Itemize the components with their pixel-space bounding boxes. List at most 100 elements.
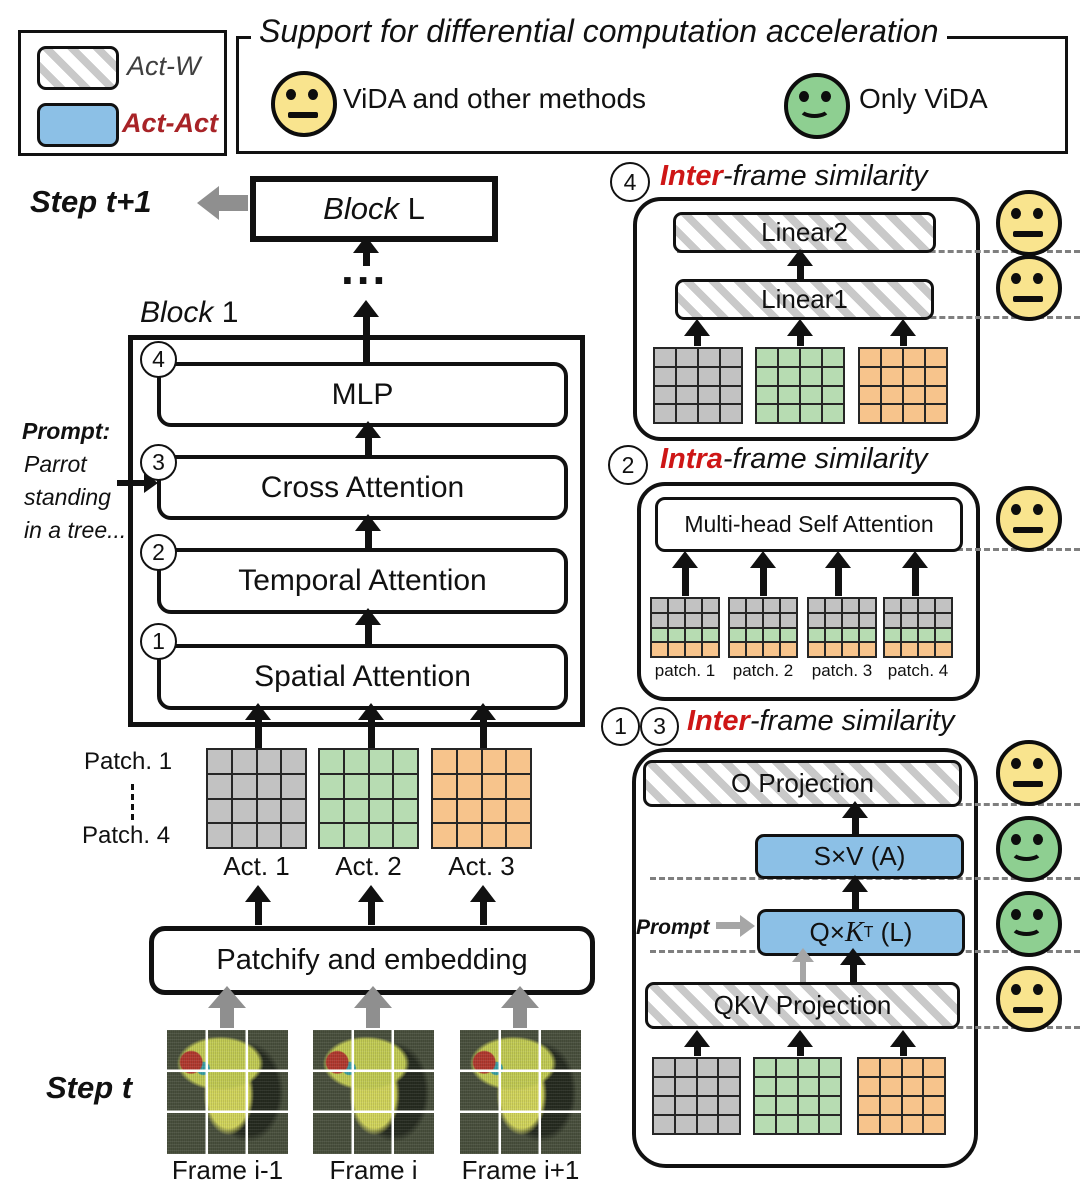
panel4-circled-number: 4 (610, 162, 650, 202)
face-neutral-yellow-icon (996, 255, 1062, 321)
grid-cell (457, 824, 481, 847)
grid-cell (882, 405, 902, 422)
grid-cell (755, 1059, 775, 1076)
grid-cell (902, 613, 917, 627)
grid-cell (885, 628, 900, 642)
layer-cross-attention: Cross Attention (157, 455, 568, 520)
grid-cell (801, 349, 821, 366)
panel2-patch-label: patch. 4 (887, 661, 949, 680)
grid-cell (730, 643, 745, 656)
grid-cell (719, 1097, 739, 1114)
grid-cell (882, 367, 902, 385)
up-arrow (355, 608, 381, 644)
grid-cell (675, 1059, 696, 1076)
panel4-grid-gray (653, 347, 743, 424)
step-label: Step t (46, 1070, 133, 1105)
noisy-frame-1 (167, 1030, 288, 1154)
linear2-box: Linear2 (673, 212, 936, 253)
grid-cell (859, 1097, 879, 1114)
grid-cell (457, 799, 481, 823)
grid-cell (860, 405, 880, 422)
gray-up-arrow (354, 986, 392, 1028)
grid-cell (820, 1097, 840, 1114)
grid-cell (860, 386, 880, 404)
sv-box: S×V (A) (755, 834, 964, 879)
grid-cell (282, 774, 305, 798)
prompt-line: in a tree... (24, 517, 127, 543)
grid-cell (843, 628, 858, 642)
grid-cell (801, 405, 821, 422)
face-neutral-yellow-icon (271, 71, 337, 137)
grid-cell (776, 1097, 797, 1114)
grid-cell (730, 628, 745, 642)
layer-mlp: MLP (157, 362, 568, 427)
panel13-grid-gray (652, 1057, 741, 1135)
grid-cell (936, 628, 951, 642)
grid-cell (826, 613, 841, 627)
grid-cell (433, 750, 456, 773)
grid-cell (507, 799, 530, 823)
grid-cell (257, 774, 281, 798)
grid-cell (904, 405, 924, 422)
grid-cell (257, 824, 281, 847)
patch-last-label: Patch. 4 (82, 822, 171, 849)
grid-cell (208, 750, 231, 773)
up-arrow (245, 703, 271, 749)
msa-box: Multi-head Self Attention (655, 497, 963, 552)
grid-cell (433, 774, 456, 798)
grid-cell (369, 774, 393, 798)
grid-cell (394, 750, 417, 773)
circled-number-4: 4 (140, 341, 177, 378)
grid-cell (902, 628, 917, 642)
grid-cell (882, 386, 902, 404)
grid-cell (686, 628, 701, 642)
grid-cell (820, 1059, 840, 1076)
panel2-title: Intra-frame similarity (660, 443, 928, 475)
face-smile-green-icon (996, 816, 1062, 882)
grid-cell (902, 599, 917, 612)
block-l-suffix: L (407, 191, 425, 226)
grid-cell (457, 774, 481, 798)
grid-cell (902, 1059, 923, 1076)
up-arrow (353, 300, 379, 362)
grid-cell (703, 628, 718, 642)
grid-cell (885, 613, 900, 627)
grid-cell (208, 774, 231, 798)
grid-cell (860, 643, 875, 656)
panel13-prompt-label: Prompt (636, 916, 710, 939)
grid-cell (747, 643, 762, 656)
grid-cell (652, 613, 667, 627)
grid-cell (686, 599, 701, 612)
grid-cell (823, 367, 843, 385)
block-l-word: Block (323, 191, 399, 226)
grid-cell (719, 1078, 739, 1095)
panel2-patch-grid-2 (728, 597, 798, 658)
face-mouth (798, 98, 831, 118)
grid-cell (675, 1116, 696, 1133)
grid-cell (697, 1097, 718, 1114)
grid-cell (232, 750, 256, 773)
grid-cell (369, 824, 393, 847)
face-eye (821, 91, 831, 102)
grid-cell (776, 1059, 797, 1076)
grid-cell (697, 1116, 718, 1133)
act-label-1: Act. 1 (223, 851, 290, 881)
grid-cell (757, 349, 777, 366)
grid-cell (208, 824, 231, 847)
grid-cell (924, 1097, 944, 1114)
up-arrow (840, 948, 866, 982)
grid-cell (936, 613, 951, 627)
frame-label-2: Frame i (329, 1155, 418, 1183)
grid-cell (776, 1078, 797, 1095)
grid-cell (655, 367, 675, 385)
small-gray-up-arrow (792, 948, 814, 982)
grid-cell (843, 599, 858, 612)
step-next-label: Step t+1 (30, 184, 152, 219)
panel2-patch-label: patch. 3 (811, 661, 873, 680)
grid-cell (677, 367, 697, 385)
grid-cell (823, 349, 843, 366)
face-eye (799, 91, 809, 102)
grid-cell (320, 824, 343, 847)
face-smile-green-icon (996, 891, 1062, 957)
grid-cell (507, 774, 530, 798)
